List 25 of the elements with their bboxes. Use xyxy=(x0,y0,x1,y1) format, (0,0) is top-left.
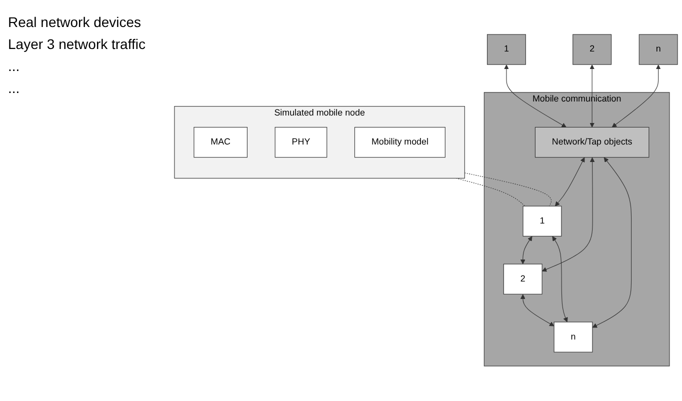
node-box: 2 xyxy=(503,264,542,295)
node-box: n xyxy=(554,322,593,353)
node-box: MAC xyxy=(194,127,248,158)
arrow xyxy=(552,236,568,322)
connector xyxy=(456,178,526,207)
annotation-text: Layer 3 network traffic xyxy=(8,36,146,52)
annotation-text: ... xyxy=(8,58,21,74)
arrow xyxy=(612,64,661,128)
arrow xyxy=(542,158,595,272)
node-box: Mobility model xyxy=(354,127,446,158)
arrow xyxy=(520,236,532,265)
annotation-text: ... xyxy=(8,80,21,96)
arrow xyxy=(592,158,632,328)
node-box: Network/Tap objects xyxy=(534,127,650,158)
arrow xyxy=(590,64,595,128)
node-box: PHY xyxy=(274,127,328,158)
node-box: n xyxy=(638,34,678,66)
node-box: 1 xyxy=(486,34,526,66)
arrow xyxy=(554,158,585,207)
arrow xyxy=(520,294,554,326)
arrow xyxy=(504,64,566,128)
node-box: 2 xyxy=(572,34,612,66)
node-box: 1 xyxy=(522,206,562,237)
connector xyxy=(464,172,552,207)
annotation-text: Real network devices xyxy=(8,14,142,30)
